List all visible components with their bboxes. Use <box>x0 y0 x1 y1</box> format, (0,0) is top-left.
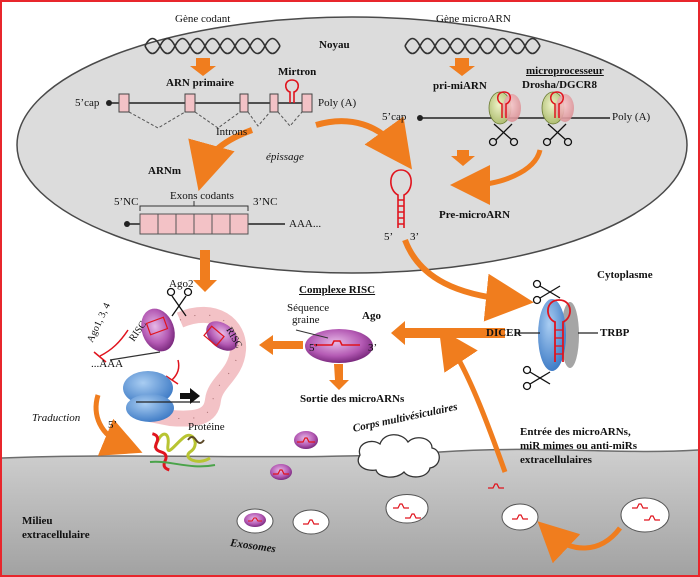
risc-complex-label: Complexe RISC <box>299 284 376 296</box>
risc-to-target-arrow <box>259 335 303 355</box>
mrna-exons <box>139 213 249 235</box>
ago2-label: Ago2 <box>169 278 194 290</box>
inhibition-symbols <box>93 329 180 385</box>
nucleus-label: Noyau <box>319 39 350 51</box>
pre-export-arrow <box>402 238 534 322</box>
trbp-label: TRBP <box>600 327 630 339</box>
entry-label-1: Entrée des microARNs, <box>520 426 631 438</box>
cap-label-right: 5’cap <box>382 111 407 123</box>
primary-rna-label: ARN primaire <box>166 77 234 89</box>
exosomes <box>236 494 670 535</box>
microprocessor-complexes <box>488 91 574 125</box>
free-risc-particles <box>270 431 318 480</box>
target-mrna <box>109 306 247 427</box>
pre-mirna-label: Pre-microARN <box>439 209 511 221</box>
microprocessor-label: microprocesseur <box>526 65 604 77</box>
mirtron-to-pre-arrow <box>315 116 413 170</box>
exit-label: Sortie des microARNs <box>300 393 405 405</box>
risc-5-label: 5’ <box>309 342 319 354</box>
splicing-arrow <box>188 127 254 192</box>
entry-label-3: extracellulaires <box>520 454 592 466</box>
mirna-gene-dna <box>404 37 541 55</box>
polya-label-right: Poly (A) <box>612 111 651 123</box>
three-nc-label: 3’NC <box>253 196 278 208</box>
coding-gene-dna <box>144 37 281 55</box>
mrna-label: ARNm <box>148 165 181 177</box>
protein-label: Protéine <box>188 421 225 433</box>
medium-label-2: extracellulaire <box>22 529 90 541</box>
seed-label-2: graine <box>292 314 320 326</box>
primary-rna-exons <box>118 93 313 113</box>
pre-3-label: 3’ <box>410 231 420 243</box>
entry-arrow <box>438 328 508 473</box>
coding-exons-label: Exons codants <box>170 190 234 202</box>
mirtron-label: Mirtron <box>278 66 317 78</box>
medium-label-1: Milieu <box>22 515 53 527</box>
pre-5-label: 5’ <box>384 231 394 243</box>
five-nc-label: 5’NC <box>114 196 139 208</box>
ago-label: Ago <box>362 310 381 322</box>
exit-arrow <box>329 364 349 390</box>
drosha-label: Drosha/DGCR8 <box>522 79 597 91</box>
mirtron-hairpin <box>284 79 300 103</box>
scissors-icon-drosha <box>488 123 573 147</box>
pre-mirna-hairpin <box>390 169 412 228</box>
cell-membrane <box>2 449 698 575</box>
splicing-label: épissage <box>266 151 304 163</box>
dicer-complex <box>515 299 598 371</box>
seed-label-1: Séquence <box>287 302 330 314</box>
multivesicular-body <box>357 434 440 478</box>
translation-label: Traduction <box>32 412 81 424</box>
five-prime-label: 5’ <box>108 419 118 431</box>
pri-mirna-label: pri-miARN <box>433 80 487 92</box>
exosome-uptake-arrow <box>537 521 623 564</box>
scissors-icon-ago2 <box>166 287 193 317</box>
introns-label: Introns <box>216 126 248 138</box>
risc-3-label: 3’ <box>368 342 378 354</box>
mirna-gene-label: Gène microARN <box>436 13 511 25</box>
polya-label-left: Poly (A) <box>318 97 357 109</box>
dicer-label: DICER <box>486 327 522 339</box>
cap-label-left: 5’cap <box>75 97 100 109</box>
aaa-label: AAA... <box>289 218 322 230</box>
gene-arrows <box>190 58 475 166</box>
risc-complex <box>295 329 373 363</box>
mrna-export-arrow <box>193 250 217 292</box>
pri-to-pre-arrow <box>450 149 543 205</box>
ribosome <box>123 371 200 422</box>
coding-exons-bracket <box>139 201 249 211</box>
nucleus <box>16 16 688 274</box>
translation-arrow <box>93 394 143 456</box>
entry-label-2: miR mimes ou anti-miRs <box>520 440 638 452</box>
scissors-icon-dicer <box>522 279 561 391</box>
aaa-target-label: ...AAA <box>91 358 124 370</box>
protein <box>149 432 216 472</box>
coding-gene-label: Gène codant <box>175 13 231 25</box>
cytoplasm-label: Cytoplasme <box>597 269 653 281</box>
